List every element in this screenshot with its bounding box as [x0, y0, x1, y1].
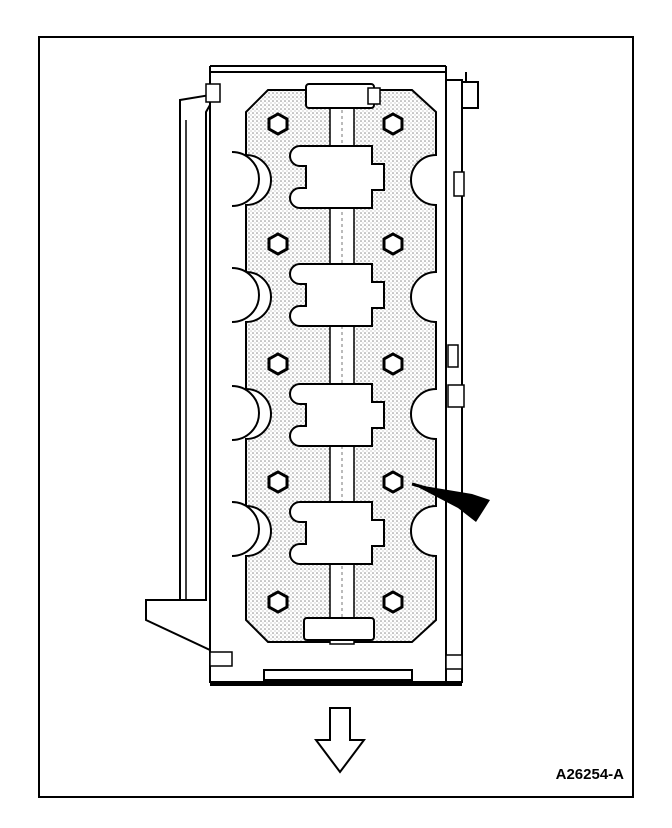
cam-cap-front — [305, 83, 375, 109]
right-lug-4 — [447, 384, 465, 408]
bolt-2 — [382, 112, 404, 136]
right-lug-bottom — [445, 654, 463, 670]
rear-plate — [263, 669, 413, 681]
left-lug-bottom — [209, 651, 233, 667]
right-rail — [445, 79, 463, 683]
arrow-pointer-icon — [412, 484, 490, 522]
bolt-4 — [382, 232, 404, 256]
cam-cap-2 — [289, 263, 385, 327]
bolt-7 — [267, 470, 289, 494]
bolt-9 — [267, 590, 289, 614]
bolt-8 — [382, 470, 404, 494]
figure-caption: A26254-A — [555, 766, 624, 783]
bolt-6 — [382, 352, 404, 376]
right-lug-3 — [447, 344, 459, 368]
bolt-1 — [267, 112, 289, 136]
right-lug-2 — [453, 171, 465, 197]
bolt-3 — [267, 232, 289, 256]
cylinder-head-bolts — [267, 112, 404, 614]
down-arrow-icon — [314, 707, 366, 774]
left-lug-top — [205, 83, 221, 103]
left-casing — [179, 93, 211, 601]
bottom-base — [210, 682, 462, 686]
cam-cap-3 — [289, 383, 385, 447]
cam-cap-4 — [289, 501, 385, 565]
cam-caps — [289, 145, 385, 565]
left-scallops — [231, 151, 260, 557]
right-lug-top — [461, 81, 479, 109]
cam-cap-rear — [303, 617, 375, 641]
bolt-10 — [382, 590, 404, 614]
cam-cap-1 — [289, 145, 385, 209]
bolt-5 — [267, 352, 289, 376]
